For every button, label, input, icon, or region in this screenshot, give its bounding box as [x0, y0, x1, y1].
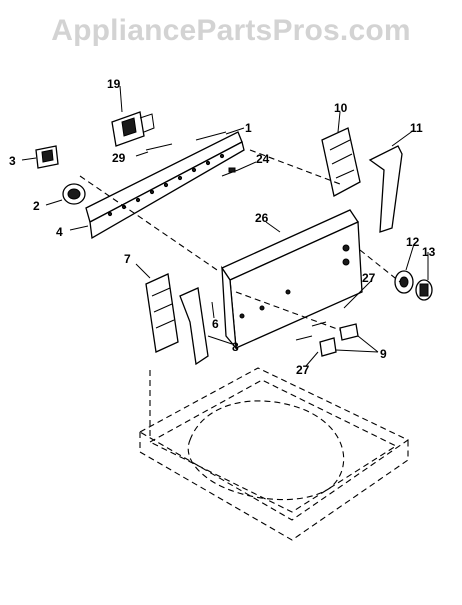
callout-2: 2	[33, 199, 40, 213]
timer-part	[111, 111, 155, 147]
callout-7: 7	[124, 252, 131, 266]
callout-4: 4	[56, 225, 63, 239]
left-endcap	[145, 273, 179, 353]
callout-8: 8	[232, 340, 239, 354]
watermark-text: AppliancePartsPros.com	[51, 14, 411, 47]
clips	[295, 321, 359, 357]
right-endcap	[321, 127, 361, 197]
control-bracket	[85, 131, 245, 240]
callout-labels: 19 1 29 3 24 2 4 26 10 11 7 12 13 27 6 8…	[9, 77, 436, 377]
rotary-switch-part	[62, 183, 86, 205]
callout-27-upper: 27	[362, 271, 376, 285]
cabinet-top	[138, 367, 410, 541]
callout-12: 12	[406, 235, 420, 249]
callout-10: 10	[334, 101, 348, 115]
left-endcap-cover	[179, 287, 209, 366]
callout-9: 9	[380, 347, 387, 361]
callout-13: 13	[422, 245, 436, 259]
screws	[145, 131, 239, 177]
right-endcap-cover	[368, 145, 403, 233]
leader-lines	[21, 85, 429, 367]
switch-part	[35, 145, 59, 169]
callout-27-lower: 27	[296, 363, 310, 377]
callout-1: 1	[245, 121, 252, 135]
callout-19: 19	[107, 77, 121, 91]
callout-3: 3	[9, 154, 16, 168]
callout-6: 6	[212, 317, 219, 331]
callout-24: 24	[256, 152, 270, 166]
callout-11: 11	[410, 121, 423, 135]
callout-26: 26	[255, 211, 269, 225]
callout-29: 29	[112, 151, 126, 165]
console-panel	[221, 209, 363, 351]
knob-part	[394, 270, 433, 301]
